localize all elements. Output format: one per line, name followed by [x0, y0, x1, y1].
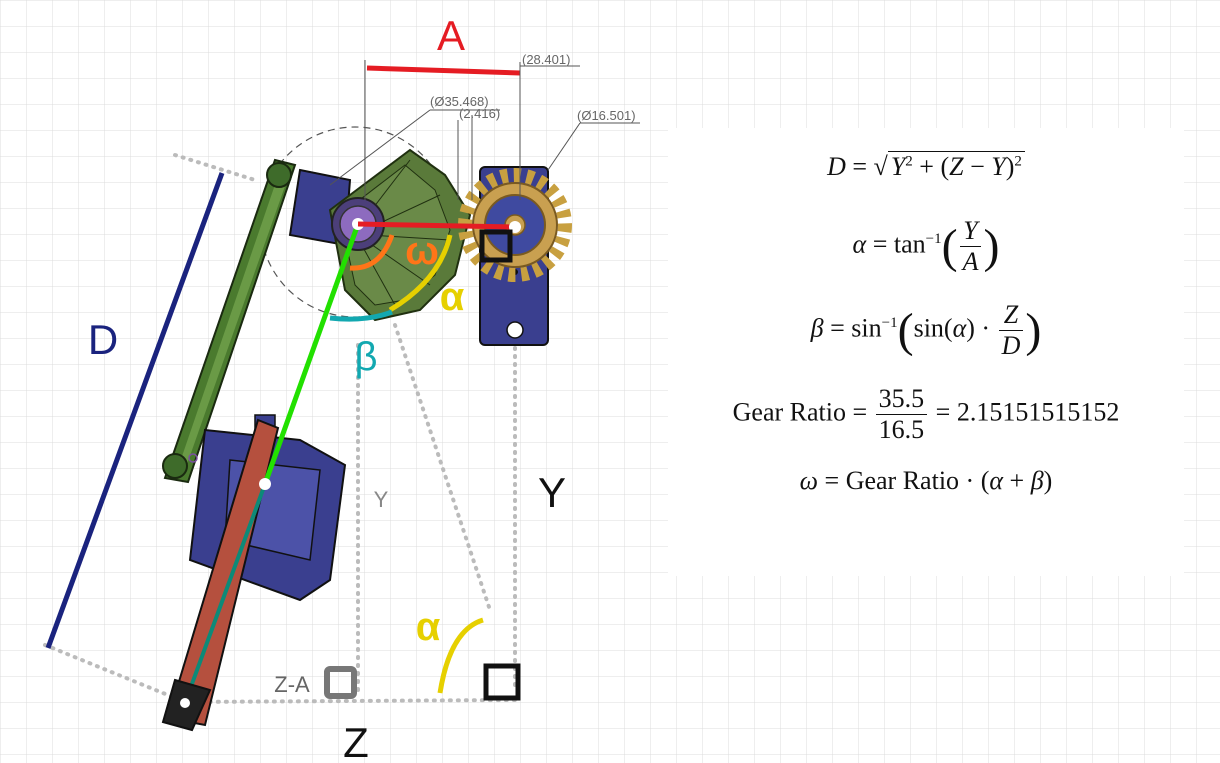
link-line	[262, 223, 361, 485]
label-omega: ω	[405, 229, 439, 273]
length-line-D	[45, 172, 225, 649]
gear-ratio-denominator: 16.5	[875, 414, 928, 445]
gear-ratio-label: Gear Ratio	[732, 397, 846, 427]
top-line-A	[366, 65, 521, 76]
dimension-large-diameter: (Ø35.468)	[430, 94, 489, 109]
label-Y-small: Y	[374, 487, 389, 512]
alpha-arc	[388, 234, 453, 313]
formula-omega: ω = Gear Ratio · (α + β)	[799, 466, 1053, 495]
label-beta: β	[354, 335, 377, 379]
label-D: D	[88, 316, 118, 363]
forearm	[161, 418, 280, 732]
distance-line-A	[357, 221, 516, 230]
label-alpha-lower: α	[416, 605, 441, 649]
right-angle-marker-icon	[483, 663, 521, 701]
right-angle-marker-icon	[479, 229, 513, 263]
gear-ratio-numerator: 35.5	[878, 384, 925, 413]
label-Z-A: Z-A	[274, 672, 310, 697]
upper-arm	[162, 158, 297, 484]
gear-ratio-value: 2.15151515152	[956, 397, 1120, 427]
elbow-point	[259, 478, 271, 490]
label-Y-big: Y	[538, 469, 566, 516]
formula-D: D = √Y2 + (Z − Y)2	[668, 151, 1184, 182]
dimension-gear-diameter: (Ø16.501)	[577, 108, 636, 123]
label-A: A	[437, 12, 465, 59]
alpha-lower-arc	[437, 617, 484, 694]
gear-ratio-label-2: Gear Ratio	[845, 466, 960, 495]
z-a-marker	[324, 666, 357, 699]
beta-arc	[329, 309, 393, 322]
omega-arc	[349, 234, 395, 271]
dimension-small: (2.416)	[459, 106, 500, 121]
label-alpha: α	[440, 275, 465, 319]
dimension-lines	[329, 60, 640, 200]
label-Z: Z	[343, 719, 369, 763]
dimension-top: (28.401)	[522, 52, 570, 67]
